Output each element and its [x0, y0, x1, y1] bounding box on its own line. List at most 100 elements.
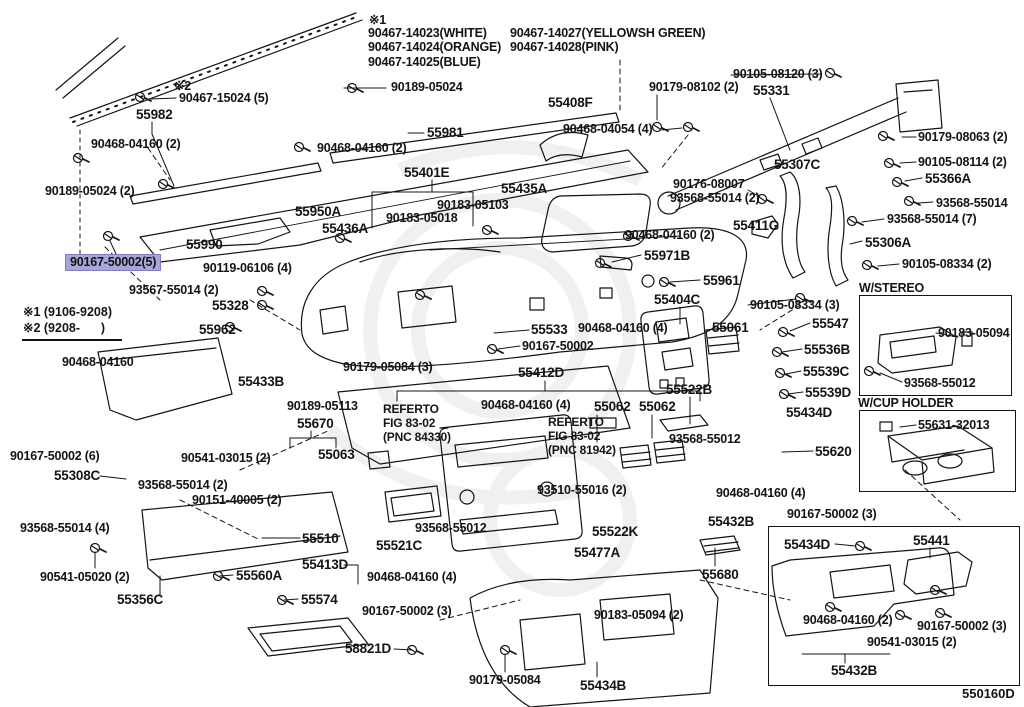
part-label[interactable]: 90176-08007 [673, 177, 745, 191]
part-label[interactable]: 55434B [580, 678, 627, 693]
part-label[interactable]: 93567-55014 (2) [129, 283, 219, 297]
part-label[interactable]: 93510-55016 (2) [537, 483, 627, 497]
part-label[interactable]: 90541-05020 (2) [40, 570, 130, 584]
part-label[interactable]: 90179-05084 [469, 673, 541, 687]
part-label[interactable]: 55982 [136, 107, 173, 122]
part-label[interactable]: 55412D [518, 365, 565, 380]
part-label[interactable]: 93568-55014 (2) [670, 191, 760, 205]
part-label[interactable]: 55404C [654, 292, 701, 307]
part-label[interactable]: 55432B [708, 514, 755, 529]
part-label[interactable]: REFERTO FIG 83-02 (PNC 84330) [383, 402, 451, 444]
part-label[interactable]: 90179-05084 (3) [343, 360, 433, 374]
part-label[interactable]: 90179-08063 (2) [918, 130, 1008, 144]
part-label[interactable]: 58821D [345, 641, 392, 656]
part-label[interactable]: 90183-05094 [938, 326, 1010, 340]
part-label[interactable]: 55522K [592, 524, 639, 539]
part-label[interactable]: 55408F [548, 95, 593, 110]
part-label[interactable]: 90467-14025(BLUE) [368, 55, 481, 69]
part-label[interactable]: 55971B [644, 248, 691, 263]
part-label[interactable]: 90167-50002 (3) [362, 604, 452, 618]
part-label[interactable]: 93568-55012 [669, 432, 741, 446]
part-label[interactable]: 55434D [784, 537, 831, 552]
part-label[interactable]: 90468-04160 (4) [578, 321, 668, 335]
part-label[interactable]: 55306A [865, 235, 912, 250]
part-label[interactable]: 55062 [594, 399, 631, 414]
part-label[interactable]: 90468-04160 (4) [481, 398, 571, 412]
part-label[interactable]: 55962 [199, 322, 236, 337]
part-label[interactable]: 90467-14027(YELLOWSH GREEN) [510, 26, 706, 40]
part-label[interactable]: 55574 [301, 592, 338, 607]
part-label[interactable]: 90105-08334 (3) [750, 298, 840, 312]
part-label[interactable]: 90468-04160 [62, 355, 134, 369]
part-label[interactable]: 55331 [753, 83, 790, 98]
part-label[interactable]: 55631-32013 [918, 418, 990, 432]
part-label[interactable]: 90167-50002 (3) [787, 507, 877, 521]
part-label[interactable]: 55477A [574, 545, 621, 560]
part-label[interactable]: 90468-04054 (4) [563, 122, 653, 136]
part-label[interactable]: 90105-08120 (3) [733, 67, 823, 81]
part-label[interactable]: 55950A [295, 204, 342, 219]
part-label[interactable]: 55063 [318, 447, 355, 462]
part-label-highlighted[interactable]: 90167-50002(5) [65, 254, 162, 272]
part-label[interactable]: 93568-55014 [936, 196, 1008, 210]
part-label[interactable]: 55990 [186, 237, 223, 252]
part-label[interactable]: 93568-55012 [904, 376, 976, 390]
part-label[interactable]: 55356C [117, 592, 164, 607]
part-label[interactable]: 90467-14024(ORANGE) [368, 40, 502, 54]
part-label[interactable]: 90189-05024 [391, 80, 463, 94]
part-label[interactable]: 90167-50002 (6) [10, 449, 100, 463]
part-label[interactable]: 55307C [774, 157, 821, 172]
part-label[interactable]: 90467-15024 (5) [179, 91, 269, 105]
part-label[interactable]: 55366A [925, 171, 972, 186]
part-label[interactable]: 55436A [322, 221, 369, 236]
part-label[interactable]: 55328 [212, 298, 249, 313]
part-label[interactable]: 90468-04160 (4) [367, 570, 457, 584]
part-label[interactable]: 90541-03015 (2) [867, 635, 957, 649]
part-label[interactable]: 55620 [815, 444, 852, 459]
part-label[interactable]: 93568-55012 [415, 521, 487, 535]
part-label[interactable]: 90467-14023(WHITE) [368, 26, 487, 40]
part-label[interactable]: 90119-06106 (4) [203, 261, 292, 275]
part-label[interactable]: 55536B [804, 342, 851, 357]
part-label[interactable]: 55510 [302, 531, 339, 546]
part-label[interactable]: 90105-08114 (2) [918, 155, 1007, 169]
part-label[interactable]: 55539C [803, 364, 850, 379]
part-label[interactable]: ※2 [174, 79, 192, 93]
part-label[interactable]: 90179-08102 (2) [649, 80, 739, 94]
part-label[interactable]: 55434D [786, 405, 833, 420]
part-label[interactable]: 90183-05094 (2) [594, 608, 684, 622]
part-label[interactable]: 55433B [238, 374, 285, 389]
part-label[interactable]: 90167-50002 (3) [917, 619, 1007, 633]
part-label[interactable]: 55521C [376, 538, 423, 553]
part-label[interactable]: 55432B [831, 663, 878, 678]
part-label[interactable]: 90468-04160 (2) [803, 613, 893, 627]
part-label[interactable]: 93568-55014 (2) [138, 478, 228, 492]
part-label[interactable]: 90151-40005 (2) [192, 493, 282, 507]
part-label[interactable]: 90468-04160 (4) [716, 486, 806, 500]
part-label[interactable]: 90468-04160 (2) [91, 137, 181, 151]
part-label[interactable]: ※1 [369, 13, 387, 27]
part-label[interactable]: 90541-03015 (2) [181, 451, 271, 465]
part-label[interactable]: 55413D [302, 557, 349, 572]
part-label[interactable]: 55961 [703, 273, 740, 288]
part-label[interactable]: 90467-14028(PINK) [510, 40, 619, 54]
part-label[interactable]: 55308C [54, 468, 101, 483]
part-label[interactable]: 90105-08334 (2) [902, 257, 992, 271]
part-label[interactable]: 90468-04160 (2) [317, 141, 407, 155]
part-label[interactable]: 90167-50002 [522, 339, 594, 353]
part-label[interactable]: 55547 [812, 316, 849, 331]
part-label[interactable]: 90189-05024 (2) [45, 184, 135, 198]
part-label[interactable]: 90189-05113 [287, 399, 358, 413]
part-label[interactable]: 55401E [404, 165, 450, 180]
part-label[interactable]: 55981 [427, 125, 464, 140]
part-label[interactable]: 55680 [702, 567, 739, 582]
part-label[interactable]: 90183-05103 [437, 198, 509, 212]
part-label[interactable]: 55560A [236, 568, 283, 583]
part-label[interactable]: 55062 [639, 399, 676, 414]
part-label[interactable]: 55435A [501, 181, 548, 196]
part-label[interactable]: 55441 [913, 533, 950, 548]
part-label[interactable]: 90183-05018 [386, 211, 458, 225]
part-label[interactable]: 93568-55014 (7) [887, 212, 977, 226]
part-label[interactable]: REFERTO FIG 83-02 (PNC 81942) [548, 415, 616, 457]
part-label[interactable]: 55670 [297, 416, 334, 431]
